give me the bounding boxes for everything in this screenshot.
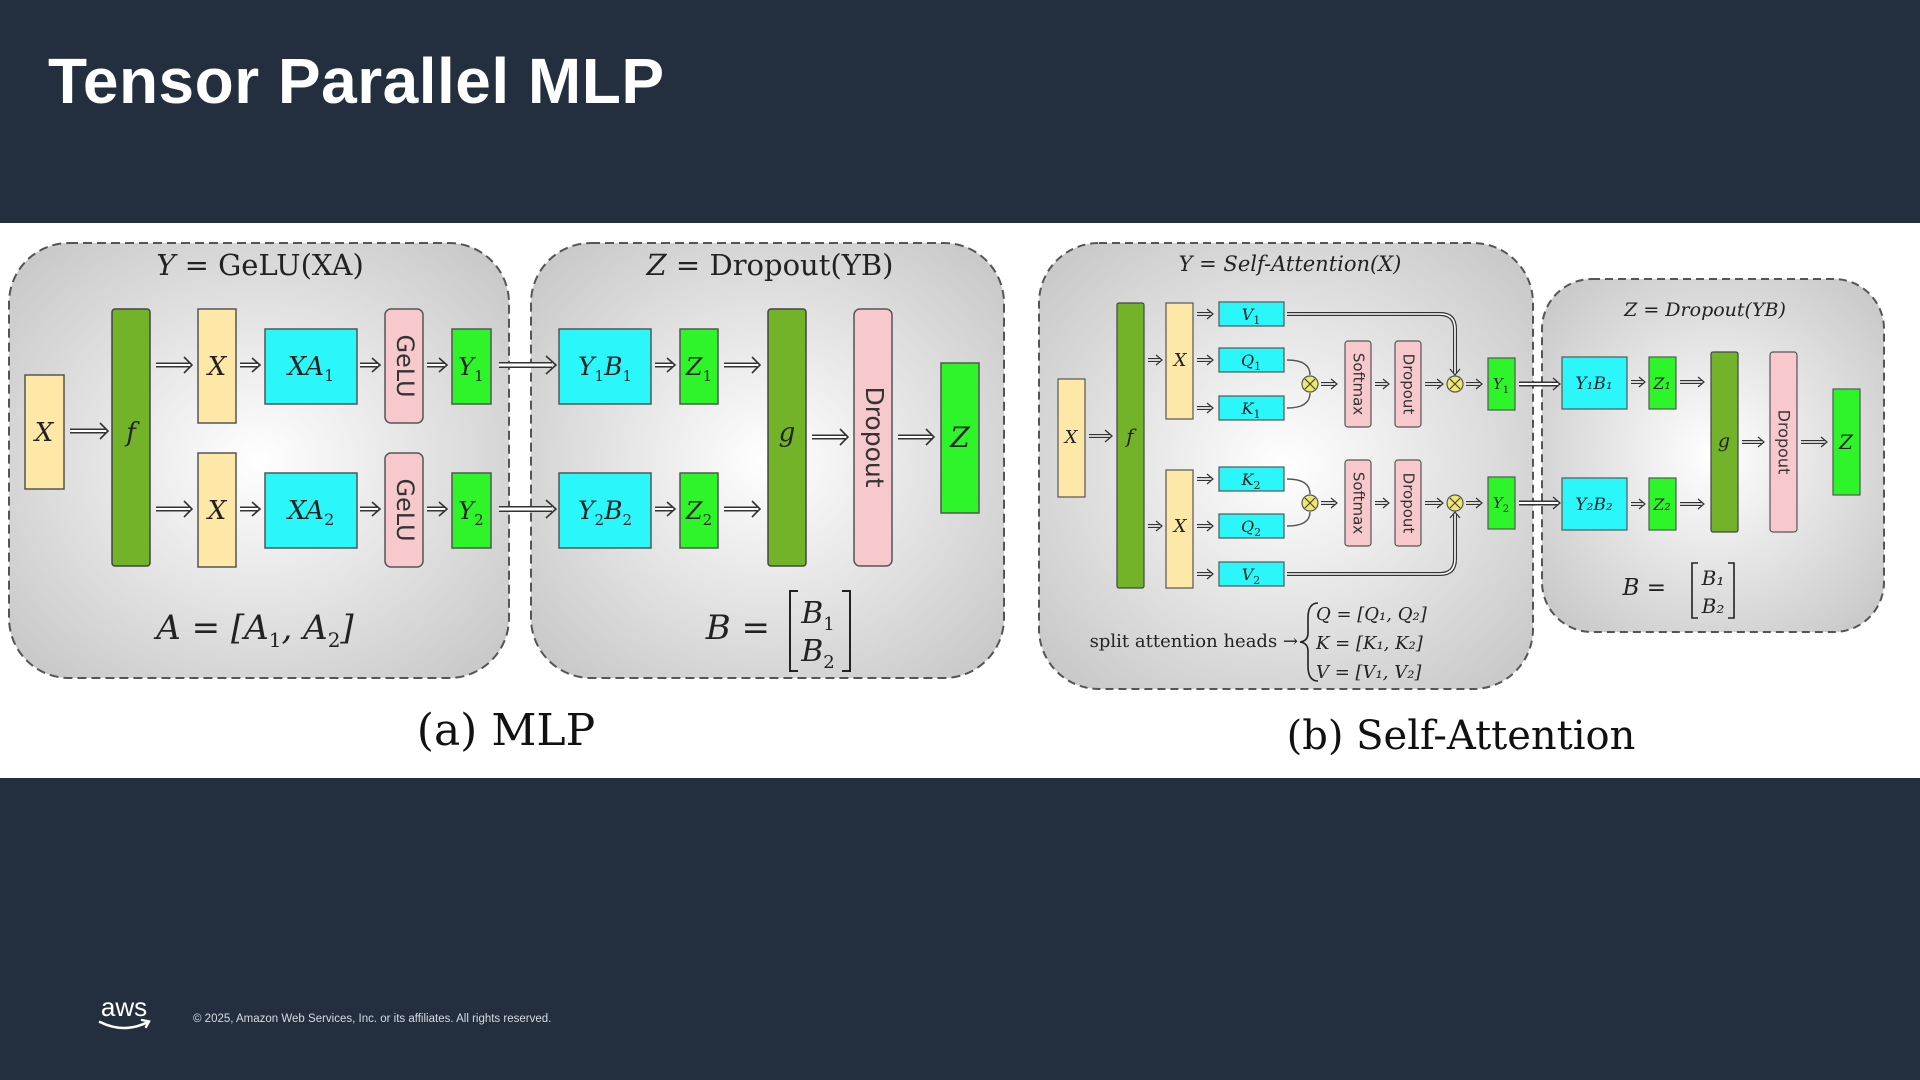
svg-text:Z1: Z1 (685, 353, 712, 385)
svg-text:V = [V₁, V₂]: V = [V₁, V₂] (1316, 662, 1422, 683)
svg-text:K2: K2 (1241, 470, 1261, 492)
attn-dropout-box (1769, 351, 1798, 533)
svg-text:Dropout: Dropout (1400, 473, 1418, 534)
svg-text:X: X (206, 352, 228, 382)
attn-split-heads: split attention heads → Q = [Q₁, Q₂] K =… (1090, 602, 1428, 683)
svg-text:Q = [Q₁, Q₂]: Q = [Q₁, Q₂] (1316, 604, 1428, 625)
attn-head-1: X V1 Q1 K1 Softmax Dropout (1148, 301, 1516, 428)
svg-text:Y1: Y1 (1493, 375, 1509, 396)
svg-text:g: g (1718, 430, 1730, 452)
mlp-caption: (a) MLP (417, 705, 595, 756)
mlp-dropout-box (853, 308, 893, 567)
svg-text:Y2: Y2 (458, 497, 483, 529)
mlp-b-definition: B = B1 B2 (705, 590, 851, 673)
attn-input-x (1057, 378, 1086, 498)
svg-text:Dropout: Dropout (1400, 354, 1418, 415)
mlp-f-operator (111, 308, 151, 567)
attn-dropout-rows: Y₁B₁ Z₁ Y₂B₂ Z₂ (1561, 356, 1705, 531)
attn-eq-z: Z = Dropout(YB) (1623, 299, 1786, 321)
svg-text:Y2: Y2 (1493, 494, 1509, 515)
copyright-text: © 2025, Amazon Web Services, Inc. or its… (193, 1013, 552, 1025)
mlp-input-x (24, 374, 65, 490)
svg-text:Y2B2: Y2B2 (578, 496, 632, 529)
attn-output-z (1832, 388, 1861, 496)
attn-eq-y: Y = Self-Attention(X) (1179, 252, 1402, 276)
attn-b-definition: B = B₁ B₂ (1622, 562, 1735, 619)
aws-logo-icon: aws (98, 994, 151, 1030)
svg-text:Softmax: Softmax (1350, 472, 1368, 534)
svg-text:Y₂B₂: Y₂B₂ (1575, 495, 1613, 515)
svg-text:Z₂: Z₂ (1652, 495, 1671, 514)
svg-text:B =: B = (705, 608, 770, 648)
svg-text:Z₁: Z₁ (1652, 374, 1671, 393)
svg-text:K1: K1 (1241, 399, 1261, 421)
svg-text:V1: V1 (1242, 305, 1261, 327)
svg-text:Dropout: Dropout (1775, 410, 1794, 475)
attn-g-operator (1710, 351, 1739, 533)
mlp-dropout-bottom-row: Y2B2 Z2 (558, 472, 762, 549)
mlp-a-definition: A = [A1, A2] (153, 608, 354, 652)
mlp-input-x-label: X (33, 418, 55, 448)
attn-head-2: X K2 Q2 V2 Softmax Dropout (1148, 459, 1516, 589)
svg-text:X: X (1172, 350, 1188, 371)
svg-text:GeLU: GeLU (391, 478, 419, 541)
slide-title: Tensor Parallel MLP (48, 45, 665, 117)
svg-text:Z: Z (1838, 430, 1854, 454)
svg-text:B =: B = (1622, 575, 1666, 601)
svg-text:B1: B1 (800, 596, 835, 635)
mlp-output-z (940, 362, 980, 514)
mlp-eq-y: Y = GeLU(XA) (156, 248, 364, 282)
svg-text:Q1: Q1 (1241, 351, 1261, 373)
tensor-parallel-diagram: Y = GeLU(XA) X f X XA1 GeLU Y1 X XA2 (8, 242, 1885, 759)
svg-text:XA2: XA2 (286, 496, 335, 529)
svg-text:X: X (206, 496, 228, 526)
attn-f-operator (1116, 302, 1145, 589)
svg-text:Y1B1: Y1B1 (578, 352, 632, 385)
mlp-g-operator (767, 308, 807, 567)
svg-text:B₁: B₁ (1701, 566, 1725, 590)
svg-text:X: X (1172, 516, 1188, 537)
svg-text:B₂: B₂ (1701, 594, 1725, 618)
svg-text:B2: B2 (800, 634, 835, 673)
attn-caption: (b) Self-Attention (1287, 713, 1636, 759)
mlp-output-z-label: Z (949, 421, 970, 454)
mlp-eq-z: Z = Dropout(YB) (646, 248, 894, 282)
svg-text:split attention heads →: split attention heads → (1090, 631, 1298, 652)
svg-text:aws: aws (101, 994, 147, 1022)
svg-text:Y1: Y1 (458, 353, 483, 385)
svg-text:Y₁B₁: Y₁B₁ (1575, 374, 1612, 394)
mlp-dropout-top-row: Y1B1 Z1 (558, 328, 762, 405)
svg-text:K = [K₁, K₂]: K = [K₁, K₂] (1315, 633, 1424, 654)
svg-text:Z2: Z2 (685, 497, 712, 529)
svg-text:Q2: Q2 (1241, 517, 1261, 539)
svg-text:GeLU: GeLU (391, 334, 419, 397)
mlp-gelu-bottom-row: X XA2 GeLU Y2 (156, 452, 492, 568)
svg-text:XA1: XA1 (286, 352, 335, 385)
figure-band: Y = GeLU(XA) X f X XA1 GeLU Y1 X XA2 (0, 223, 1920, 778)
mlp-g-label: g (779, 418, 796, 448)
svg-text:X: X (1063, 427, 1079, 448)
attn-panel-self-attention (1038, 242, 1534, 690)
svg-text:V2: V2 (1242, 565, 1261, 587)
mlp-dropout-label: Dropout (860, 386, 889, 487)
mlp-gelu-top-row: X XA1 GeLU Y1 (156, 308, 492, 424)
svg-text:Softmax: Softmax (1350, 353, 1368, 415)
